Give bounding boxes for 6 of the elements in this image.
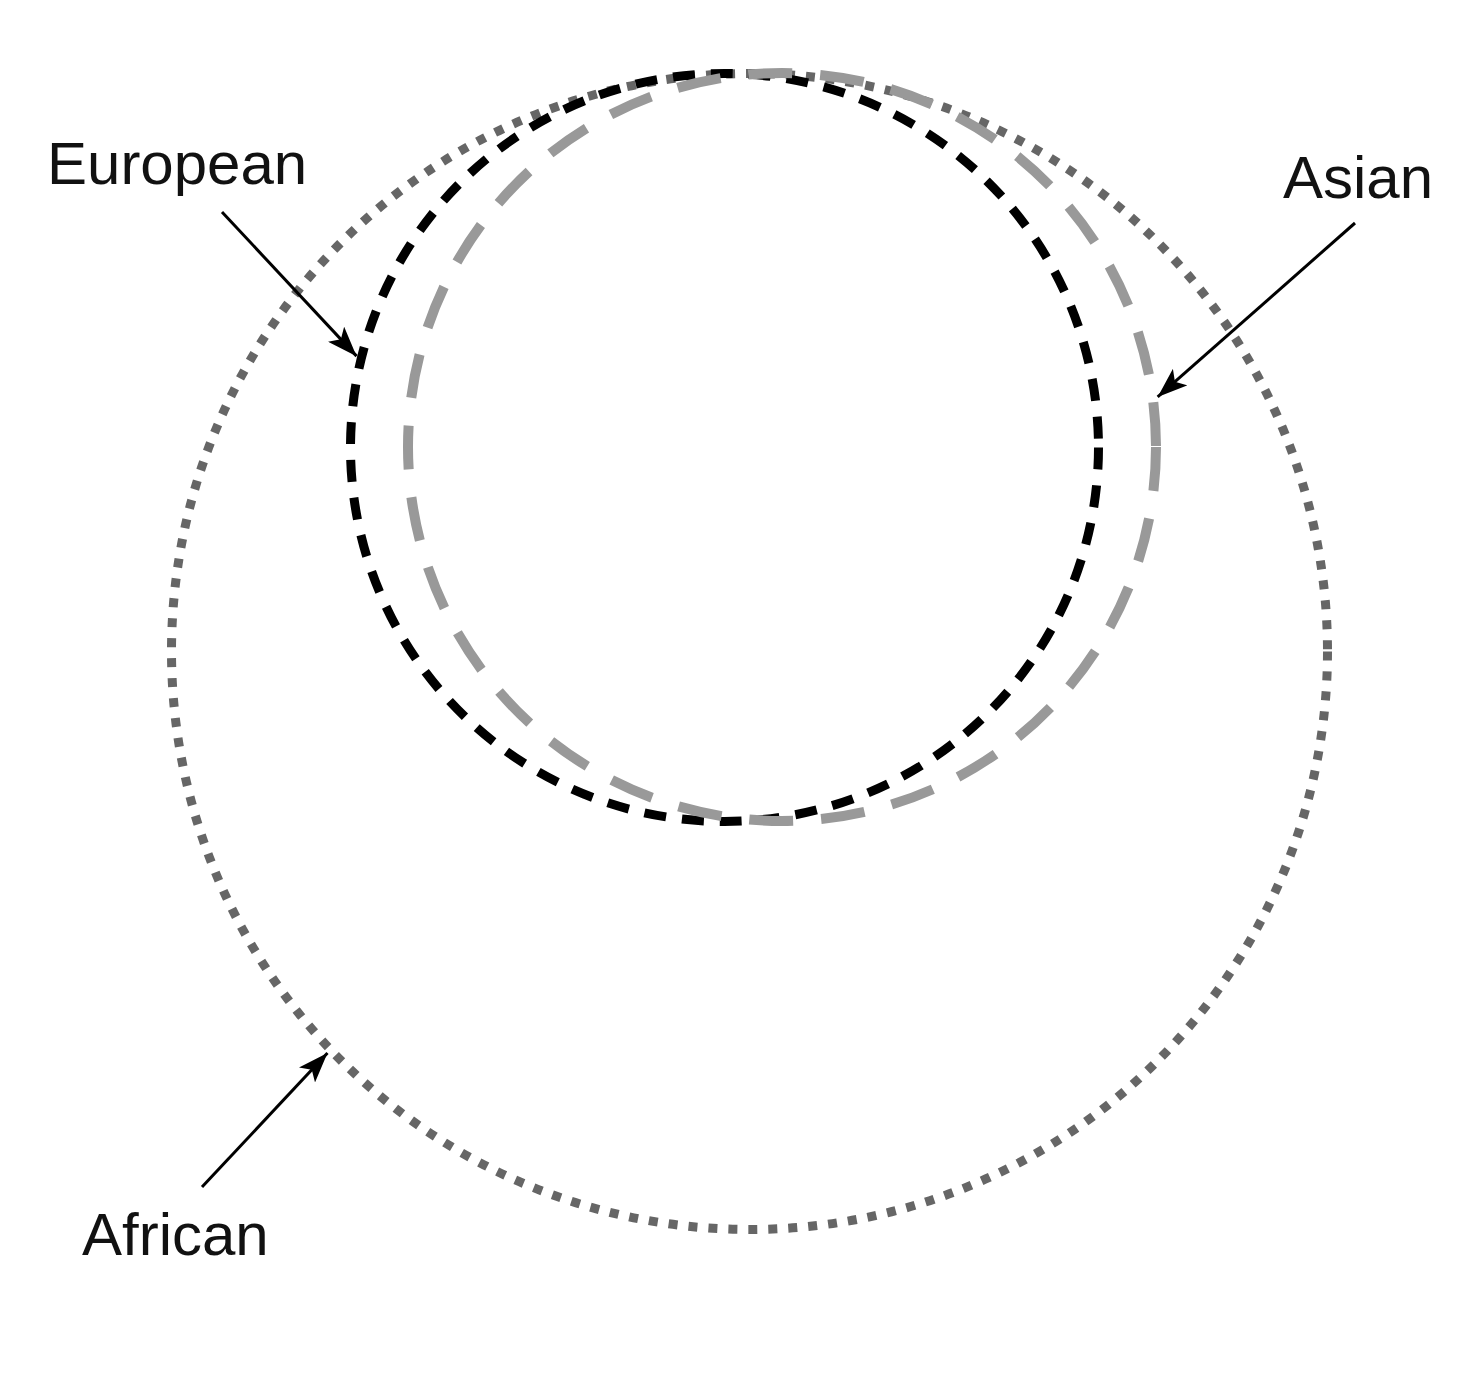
leader-line <box>200 1052 329 1189</box>
leader-line <box>220 210 358 358</box>
label-text: European <box>47 134 308 194</box>
leader-line <box>1156 221 1356 399</box>
label-text: African <box>82 1205 269 1265</box>
label-text: Asian <box>1283 148 1434 208</box>
